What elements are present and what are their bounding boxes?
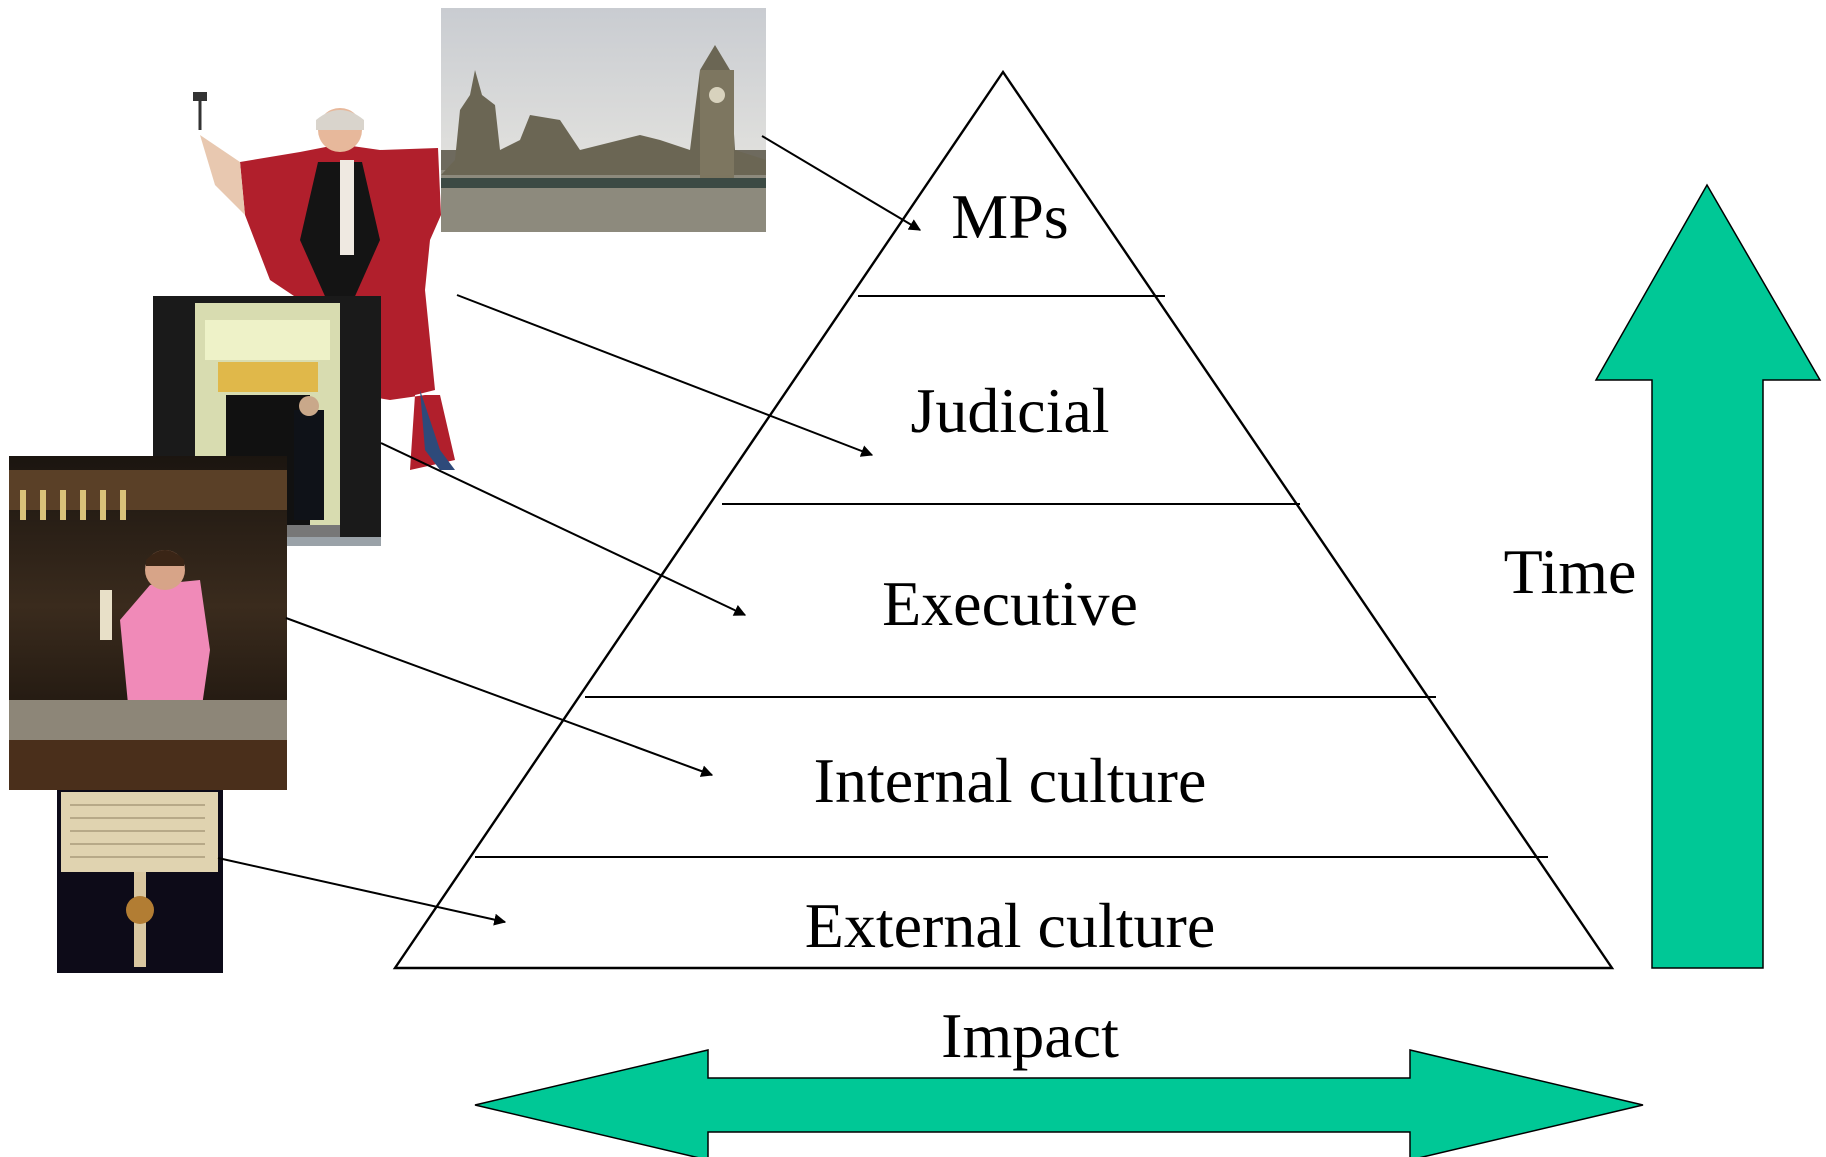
time-arrow (1594, 183, 1822, 969)
impact-arrow (474, 1049, 1644, 1157)
pyramid-outline (392, 69, 1615, 970)
connector-arrow-executive (380, 442, 747, 616)
connector-arrow-mps (761, 135, 922, 231)
time-label: Time (1504, 536, 1637, 607)
tier-label-external-culture: External culture (805, 890, 1215, 961)
connector-arrow-internal-culture (285, 617, 714, 777)
tier-label-executive: Executive (882, 568, 1138, 639)
impact-label: Impact (941, 1000, 1119, 1071)
photo-parliament (441, 8, 766, 232)
tier-label-mps: MPs (951, 181, 1068, 252)
connector-arrow-judicial (456, 294, 874, 457)
tier-label-judicial: Judicial (910, 375, 1109, 446)
photo-charter (57, 790, 223, 973)
photo-barman (9, 456, 287, 790)
tier-label-internal-culture: Internal culture (814, 745, 1207, 816)
connector-arrow-external-culture (217, 857, 507, 926)
